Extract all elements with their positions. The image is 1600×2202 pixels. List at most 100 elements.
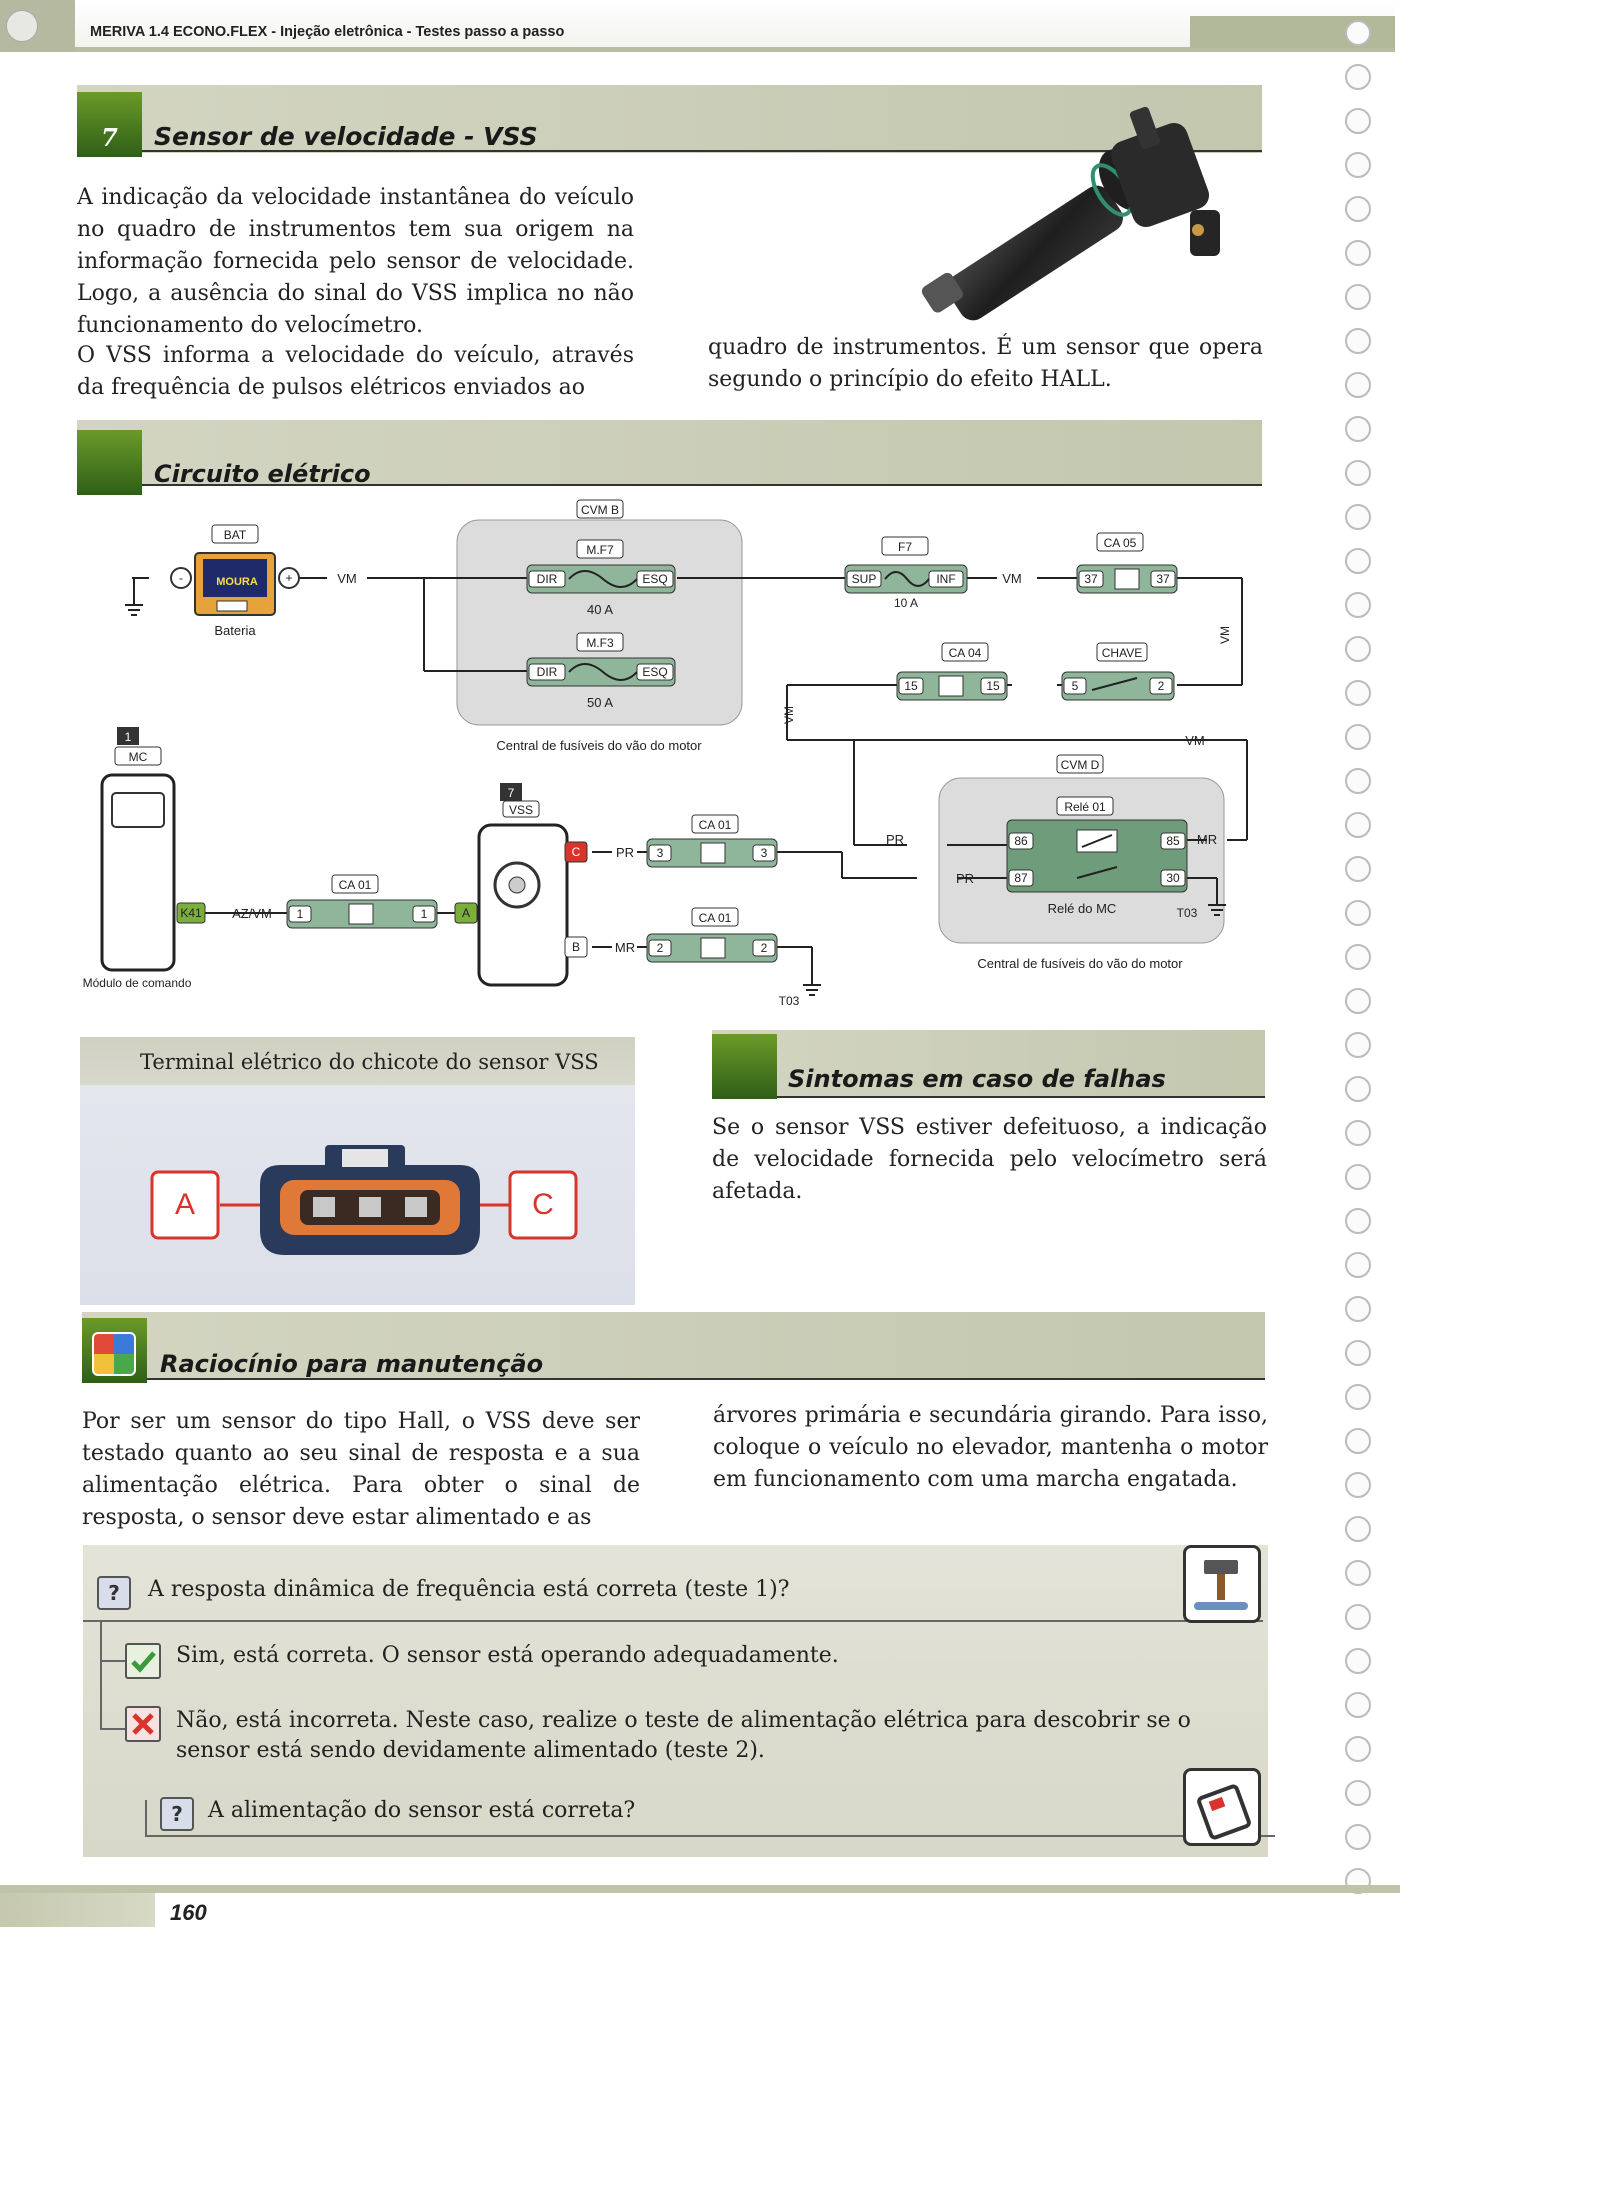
bat-plus: + [285,571,292,585]
mf3-label: M.F3 [586,636,614,650]
chave-pin-5: 5 [1072,679,1079,693]
relay-name: Relé do MC [1048,901,1117,916]
section7-number: 7 [77,92,142,157]
central-right-label: Central de fusíveis do vão do motor [977,956,1183,971]
vss-number: 7 [508,786,515,800]
section7-para-right: quadro de instrumentos. É um sensor que … [708,335,1263,392]
circuit-green-block [77,430,142,495]
bateria-label: Bateria [214,623,256,638]
mf7-amp: 40 A [587,602,613,617]
mc-number: 1 [125,730,132,744]
qa-question-1: A resposta dinâmica de frequência está c… [148,1577,790,1602]
wire-mr-1: MR [615,940,635,955]
sintomas-title: Sintomas em caso de falhas [788,1065,1166,1093]
terminal-title: Terminal elétrico do chicote do sensor V… [140,1050,599,1074]
relay-mc [1006,819,1188,893]
mf3-amp: 50 A [587,695,613,710]
ca05-label: CA 05 [1104,536,1137,550]
sintomas-rule [777,1096,1265,1098]
cross-icon [125,1706,161,1742]
ground-t03-1: T03 [779,994,800,1008]
vss-pin-a: A [462,906,470,920]
ca01-mid-pin-r: 3 [761,846,768,860]
vss-pin-c: C [572,845,581,859]
qa-panel [83,1545,1268,1857]
qa-branch-1 [100,1660,125,1662]
mf7-esq: ESQ [642,572,667,586]
terminal-label-a: A [174,1188,195,1221]
ca01-left-label: CA 01 [339,878,372,892]
modulo-label: Módulo de comando [83,976,192,990]
circuit-rule [142,484,1262,486]
raciocinio-rule [147,1378,1265,1380]
question-icon-1: ? [97,1576,131,1610]
f7-label: F7 [898,540,912,554]
ca01-mid-label: CA 01 [699,818,732,832]
ca01-bottom-pin-r: 2 [761,941,768,955]
footer-tab [0,1893,155,1927]
vss-sensor-image [921,106,1220,321]
mc-label: MC [129,750,148,764]
vss-pin-b: B [572,940,580,954]
chave-pin-2: 2 [1158,679,1165,693]
ca04-pin-right: 15 [986,679,1000,693]
ca01-left-pin-r: 1 [421,907,428,921]
qa-answer-no: Não, está incorreta. Neste caso, realize… [176,1708,1191,1763]
qa-tree-line [100,1620,102,1730]
wire-vm-3: VM [1185,733,1205,748]
ca05-pin-left: 37 [1084,572,1098,586]
qa-rule-2 [145,1835,1275,1837]
mc-pin-k41: K41 [180,906,202,920]
mf3-dir: DIR [537,665,558,679]
wire-vm-2: VM [1002,571,1022,586]
cvmd-label: CVM D [1061,758,1100,772]
header-rule [75,47,1395,52]
qa-rule-1 [83,1620,1263,1622]
bat-label: BAT [224,528,247,542]
f7-amp: 10 A [894,596,918,610]
sintomas-band [712,1030,1265,1096]
relay-pin-30: 30 [1166,871,1180,885]
terminal-connector-image [150,1145,578,1255]
wire-vm-1: VM [337,571,357,586]
ca01-bottom-pin-l: 2 [657,941,664,955]
terminal-label-c: C [532,1188,554,1221]
circuit-band [77,420,1262,486]
wire-mr-2: MR [1197,832,1217,847]
section7-band [77,85,1262,153]
binder-holes [1345,20,1385,1920]
relay-pin-86: 86 [1014,834,1028,848]
ca01-mid-pin-l: 3 [657,846,664,860]
page-number: 160 [170,1900,207,1925]
sintomas-green-block [712,1034,777,1099]
chave-label: CHAVE [1102,646,1142,660]
sintomas-text: Se o sensor VSS estiver defeituoso, a in… [712,1115,1267,1204]
circuit-diagram: MOURA - + BAT Bateria VM CVM B M.F7 DIR … [83,499,1248,1008]
ca05-pin-right: 37 [1156,572,1170,586]
mf7-dir: DIR [537,572,558,586]
question-icon-2: ? [160,1797,194,1831]
raciocinio-para-right: árvores primária e secundária girando. P… [713,1403,1268,1492]
wire-vm-vertical-2: VM [782,706,796,724]
relay-pin-87: 87 [1014,871,1028,885]
battery-brand: MOURA [216,576,258,588]
circuit-title: Circuito elétrico [154,460,371,488]
section7-title: Sensor de velocidade - VSS [154,122,538,151]
raciocinio-band [82,1312,1265,1380]
ca01-bottom-label: CA 01 [699,911,732,925]
wire-pr-3: PR [956,871,974,886]
raciocinio-para-left: Por ser um sensor do tipo Hall, o VSS de… [82,1409,640,1530]
rele01-label: Relé 01 [1064,800,1106,814]
section7-para-left-1: A indicação da velocidade instantânea do… [77,185,634,338]
hammer-icon [1183,1545,1261,1623]
check-icon [125,1643,161,1679]
raciocinio-title: Raciocínio para manutenção [160,1350,544,1378]
qa-answer-yes: Sim, está correta. O sensor está operand… [176,1643,839,1668]
f7-inf: INF [936,572,955,586]
mf3-esq: ESQ [642,665,667,679]
cvmb-label: CVM B [581,503,619,517]
ignition-switch [1061,671,1175,701]
ca01-left-pin-l: 1 [297,907,304,921]
wire-pr-2: PR [886,832,904,847]
wire-vm-vertical: VM [1218,626,1232,644]
